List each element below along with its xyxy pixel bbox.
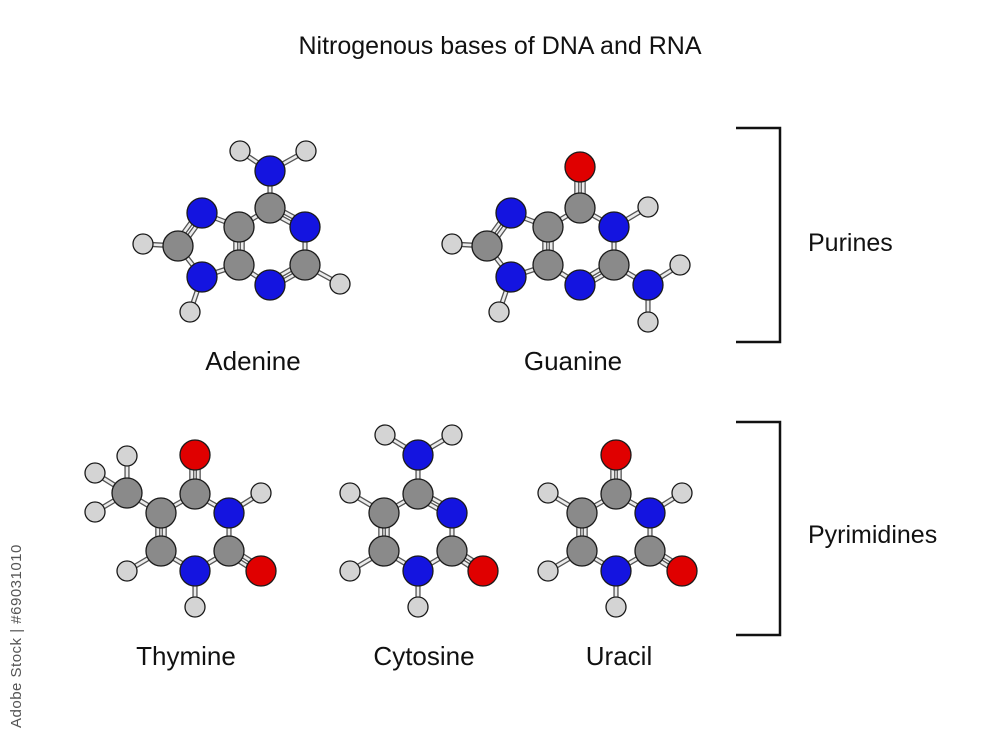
nitrogen-atom-guanine-n9 xyxy=(495,261,527,293)
oxygen-atom-guanine-o6 xyxy=(564,151,596,183)
hydrogen-atom-guanine-h1 xyxy=(637,196,659,218)
hydrogen-atom-adenine-h8 xyxy=(132,233,154,255)
hydrogen-atom-guanine-h8 xyxy=(441,233,463,255)
carbon-atom-uracil-c2 xyxy=(634,535,666,567)
carbon-atom-adenine-c4 xyxy=(223,249,255,281)
group-brackets xyxy=(736,126,782,637)
group-label-pyrimidines: Pyrimidines xyxy=(808,521,938,549)
molecule-label-thymine: Thymine xyxy=(136,641,236,671)
nitrogen-atom-uracil-n1 xyxy=(600,555,632,587)
purines-bracket xyxy=(736,126,782,344)
molecule-uracil xyxy=(537,439,698,618)
hydrogen-atom-uracil-h6 xyxy=(537,560,559,582)
carbon-atom-adenine-c8 xyxy=(162,230,194,262)
hydrogen-atom-uracil-h1 xyxy=(605,596,627,618)
hydrogen-atom-cytosine-h41 xyxy=(374,424,396,446)
nitrogen-atom-cytosine-n1 xyxy=(402,555,434,587)
hydrogen-atom-thymine-h6 xyxy=(116,560,138,582)
nitrogen-atom-adenine-n6 xyxy=(254,155,286,187)
hydrogen-atom-guanine-h21 xyxy=(669,254,691,276)
molecule-label-uracil: Uracil xyxy=(585,641,653,671)
carbon-atom-guanine-c4 xyxy=(532,249,564,281)
hydrogen-atom-thymine-hm2 xyxy=(84,462,106,484)
molecule-thymine xyxy=(84,439,277,618)
carbon-atom-thymine-c2 xyxy=(213,535,245,567)
nitrogen-atom-cytosine-n3 xyxy=(436,497,468,529)
hydrogen-atom-thymine-hm3 xyxy=(84,501,106,523)
carbon-atom-cytosine-c4 xyxy=(402,478,434,510)
hydrogen-atom-cytosine-h1 xyxy=(407,596,429,618)
molecule-adenine xyxy=(132,140,351,323)
hydrogen-atom-adenine-h2 xyxy=(329,273,351,295)
oxygen-atom-uracil-o2 xyxy=(666,555,698,587)
hydrogen-atom-adenine-h61 xyxy=(229,140,251,162)
nitrogen-atom-guanine-n2 xyxy=(632,269,664,301)
nitrogen-atom-adenine-n9 xyxy=(186,261,218,293)
stock-watermark-text: Adobe Stock | #69031010 xyxy=(8,544,25,728)
carbon-atom-cytosine-c2 xyxy=(436,535,468,567)
nitrogen-atom-guanine-n1 xyxy=(598,211,630,243)
carbon-atom-adenine-c6 xyxy=(254,192,286,224)
diagram-title: Nitrogenous bases of DNA and RNA xyxy=(298,32,702,60)
pyrimidines-bracket xyxy=(736,420,782,637)
nitrogen-atom-thymine-n3 xyxy=(213,497,245,529)
oxygen-atom-uracil-o4 xyxy=(600,439,632,471)
carbon-atom-thymine-c4 xyxy=(179,478,211,510)
carbon-atom-uracil-c4 xyxy=(600,478,632,510)
carbon-atom-guanine-c6 xyxy=(564,192,596,224)
oxygen-atom-cytosine-o2 xyxy=(467,555,499,587)
carbon-atom-uracil-c6 xyxy=(566,535,598,567)
carbon-atom-thymine-c5 xyxy=(145,497,177,529)
carbon-atom-guanine-c8 xyxy=(471,230,503,262)
carbon-atom-cytosine-c5 xyxy=(368,497,400,529)
oxygen-atom-thymine-o4 xyxy=(179,439,211,471)
nitrogen-atom-uracil-n3 xyxy=(634,497,666,529)
carbon-atom-cytosine-c6 xyxy=(368,535,400,567)
hydrogen-atom-adenine-h62 xyxy=(295,140,317,162)
oxygen-atom-thymine-o2 xyxy=(245,555,277,587)
nitrogen-atom-adenine-n3 xyxy=(254,269,286,301)
molecule-guanine xyxy=(441,151,691,333)
carbon-atom-adenine-c5 xyxy=(223,211,255,243)
molecule-label-guanine: Guanine xyxy=(523,346,623,376)
hydrogen-atom-cytosine-h6 xyxy=(339,560,361,582)
carbon-atom-guanine-c2 xyxy=(598,249,630,281)
hydrogen-atom-cytosine-h5 xyxy=(339,482,361,504)
hydrogen-atom-thymine-h1 xyxy=(184,596,206,618)
nitrogen-atom-guanine-n3 xyxy=(564,269,596,301)
carbon-atom-thymine-cm xyxy=(111,477,143,509)
molecule-label-cytosine: Cytosine xyxy=(373,641,475,671)
carbon-atom-uracil-c5 xyxy=(566,497,598,529)
nitrogen-atom-guanine-n7 xyxy=(495,197,527,229)
molecule-cytosine xyxy=(339,424,499,618)
hydrogen-atom-adenine-h9 xyxy=(179,301,201,323)
nitrogen-atom-adenine-n1 xyxy=(289,211,321,243)
carbon-atom-adenine-c2 xyxy=(289,249,321,281)
hydrogen-atom-uracil-h5 xyxy=(537,482,559,504)
nitrogen-atom-adenine-n7 xyxy=(186,197,218,229)
nitrogen-atom-thymine-n1 xyxy=(179,555,211,587)
hydrogen-atom-thymine-hm1 xyxy=(116,445,138,467)
carbon-atom-thymine-c6 xyxy=(145,535,177,567)
nitrogen-atom-cytosine-n4 xyxy=(402,439,434,471)
hydrogen-atom-cytosine-h42 xyxy=(441,424,463,446)
hydrogen-atom-uracil-h3 xyxy=(671,482,693,504)
hydrogen-atom-thymine-h3 xyxy=(250,482,272,504)
hydrogen-atom-guanine-h22 xyxy=(637,311,659,333)
carbon-atom-guanine-c5 xyxy=(532,211,564,243)
group-label-purines: Purines xyxy=(808,229,893,257)
molecule-label-adenine: Adenine xyxy=(205,346,301,376)
hydrogen-atom-guanine-h9 xyxy=(488,301,510,323)
